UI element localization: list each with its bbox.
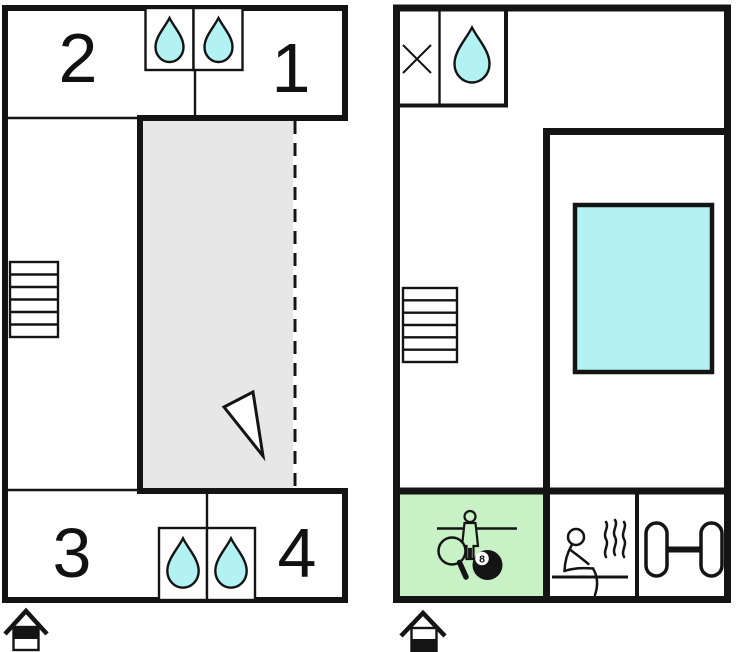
room-label-2: 2 xyxy=(59,19,98,97)
sauna-icon xyxy=(552,518,628,597)
games-room-icons: 8 xyxy=(437,509,517,580)
steam-waves-icon xyxy=(603,518,627,559)
upper-floor-plan: 2 1 3 4 xyxy=(2,5,348,652)
room-label-1: 1 xyxy=(272,29,311,107)
stairs-icon xyxy=(401,286,459,364)
swimming-pool xyxy=(572,202,715,375)
water-drop-icon xyxy=(215,538,246,587)
room-label-3: 3 xyxy=(53,514,92,592)
stairs-icon xyxy=(8,260,60,339)
water-drop-icon xyxy=(455,28,490,83)
terrace-area xyxy=(143,121,293,488)
triangle-arrow-icon xyxy=(221,389,266,462)
eight-ball-number: 8 xyxy=(479,553,485,565)
water-drop-icon xyxy=(205,18,233,62)
ground-floor-plan: 8 xyxy=(393,4,731,652)
dumbbell-icon xyxy=(644,521,724,578)
eight-ball-icon: 8 xyxy=(472,550,503,580)
house-floor-indicator-icon xyxy=(3,607,49,652)
room-label-4: 4 xyxy=(278,514,317,592)
foosball-player-icon xyxy=(460,509,480,561)
water-drop-icon xyxy=(156,18,184,62)
water-drop-icon xyxy=(167,538,198,587)
cross-icon xyxy=(402,44,432,74)
house-floor-indicator-icon xyxy=(399,609,447,652)
table-tennis-paddle-icon xyxy=(437,536,469,580)
